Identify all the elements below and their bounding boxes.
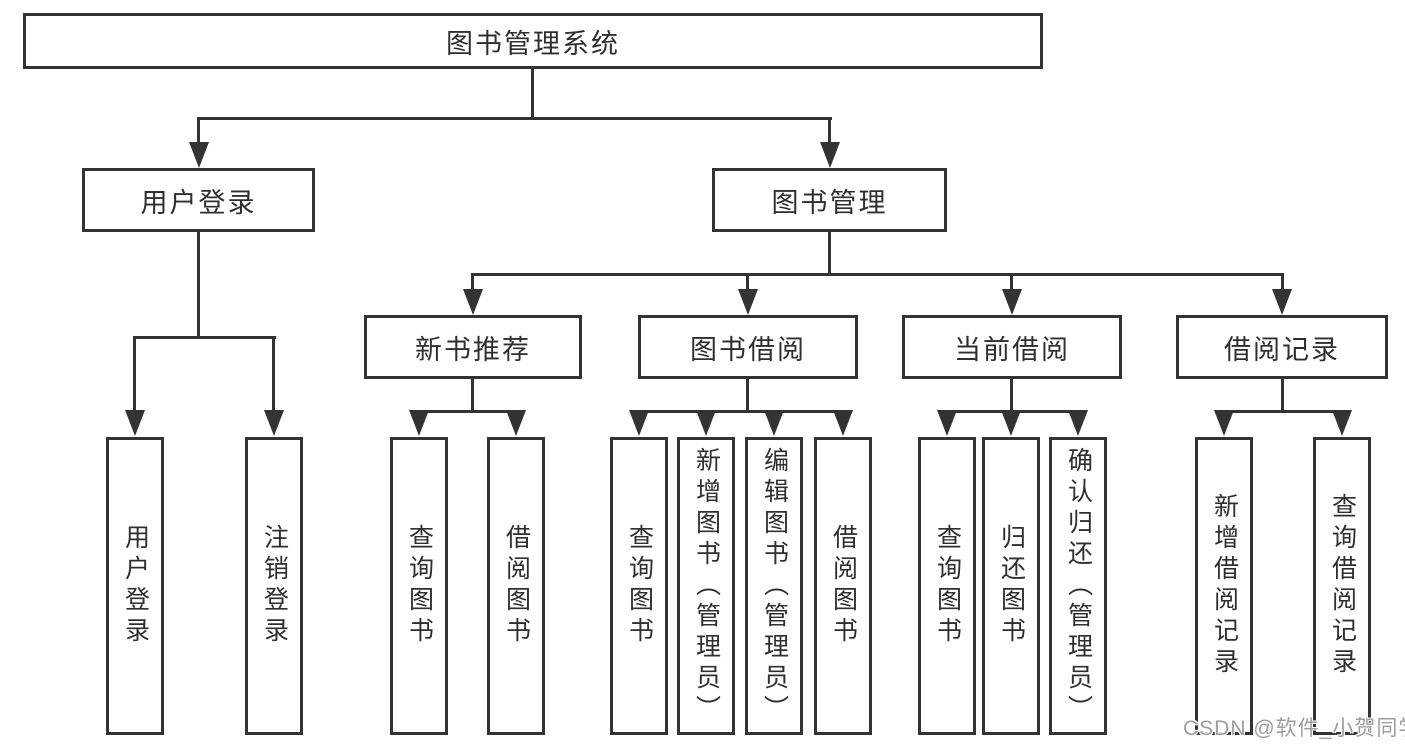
node-label: 借阅图书	[829, 524, 858, 648]
node-borrow-record: 借阅记录	[1176, 315, 1388, 379]
leaf-query-book-current: 查询图书	[918, 437, 976, 735]
connector-line	[471, 273, 1284, 276]
arrow-down-icon	[820, 142, 840, 168]
node-label: 注销登录	[260, 524, 289, 648]
connector-line	[746, 379, 749, 413]
connector-line	[531, 69, 534, 117]
arrow-down-icon	[1272, 289, 1292, 315]
arrow-down-icon	[1214, 410, 1234, 436]
node-label: 新书推荐	[415, 334, 531, 365]
connector-line	[1281, 276, 1284, 290]
leaf-borrow-book-borrow: 借阅图书	[814, 437, 872, 735]
node-label: 查询图书	[933, 524, 962, 648]
node-book-management: 图书管理	[712, 168, 947, 232]
connector-line	[1222, 410, 1346, 413]
connector-line	[1010, 276, 1013, 290]
node-book-borrow: 图书借阅	[638, 315, 858, 379]
connector-line	[197, 117, 832, 120]
leaf-query-book-recommend: 查询图书	[390, 437, 448, 735]
connector-line	[828, 232, 831, 276]
node-label: 查询借阅记录	[1328, 493, 1357, 679]
node-root-library-system: 图书管理系统	[23, 13, 1043, 69]
arrow-down-icon	[833, 410, 853, 436]
leaf-return-book: 归还图书	[982, 437, 1040, 735]
arrow-down-icon	[764, 410, 784, 436]
leaf-add-book-admin: 新增图书（管理员）	[677, 437, 735, 735]
node-label: 用户登录	[121, 524, 150, 648]
node-label: 新增借阅记录	[1210, 493, 1239, 679]
node-label: 图书管理系统	[446, 28, 620, 59]
leaf-query-book-borrow: 查询图书	[610, 437, 668, 735]
connector-line	[637, 410, 846, 413]
arrow-down-icon	[1002, 289, 1022, 315]
leaf-logout: 注销登录	[245, 437, 303, 735]
connector-line	[746, 276, 749, 290]
arrow-down-icon	[738, 289, 758, 315]
arrow-down-icon	[189, 142, 209, 168]
node-label: 查询图书	[625, 524, 654, 648]
arrow-down-icon	[1332, 410, 1352, 436]
leaf-user-login: 用户登录	[106, 437, 164, 735]
node-user-login: 用户登录	[82, 168, 315, 232]
connector-line	[417, 410, 520, 413]
node-label: 查询图书	[405, 524, 434, 648]
leaf-confirm-return-admin: 确认归还（管理员）	[1049, 437, 1107, 735]
arrow-down-icon	[629, 410, 649, 436]
connector-line	[133, 336, 276, 339]
connector-line	[828, 117, 831, 147]
arrow-down-icon	[264, 410, 284, 436]
arrow-down-icon	[1001, 410, 1021, 436]
connector-line	[1010, 379, 1013, 413]
arrow-down-icon	[1068, 410, 1088, 436]
leaf-query-borrow-record: 查询借阅记录	[1313, 437, 1371, 735]
leaf-borrow-book-recommend: 借阅图书	[487, 437, 545, 735]
node-label: 编辑图书（管理员）	[760, 446, 789, 726]
arrow-down-icon	[125, 410, 145, 436]
node-new-book-recommend: 新书推荐	[364, 315, 582, 379]
node-label: 归还图书	[997, 524, 1026, 648]
node-label: 借阅记录	[1224, 334, 1340, 365]
connector-line	[471, 379, 474, 413]
leaf-edit-book-admin: 编辑图书（管理员）	[745, 437, 803, 735]
csdn-watermark: CSDN @软件_小贺同学	[1183, 717, 1405, 740]
leaf-add-borrow-record: 新增借阅记录	[1195, 437, 1253, 735]
node-label: 图书管理	[771, 187, 888, 218]
arrow-down-icon	[506, 410, 526, 436]
arrow-down-icon	[463, 289, 483, 315]
node-current-borrow: 当前借阅	[902, 315, 1122, 379]
node-label: 确认归还（管理员）	[1064, 446, 1093, 726]
connector-line	[1281, 379, 1284, 413]
connector-line	[197, 232, 200, 338]
connector-line	[133, 336, 136, 412]
node-label: 新增图书（管理员）	[692, 446, 721, 726]
node-label: 图书借阅	[690, 334, 806, 365]
node-label: 用户登录	[140, 187, 257, 218]
connector-line	[272, 336, 275, 412]
connector-line	[471, 276, 474, 290]
connector-line	[197, 117, 200, 147]
arrow-down-icon	[696, 410, 716, 436]
arrow-down-icon	[937, 410, 957, 436]
arrow-down-icon	[409, 410, 429, 436]
node-label: 当前借阅	[954, 334, 1070, 365]
node-label: 借阅图书	[502, 524, 531, 648]
